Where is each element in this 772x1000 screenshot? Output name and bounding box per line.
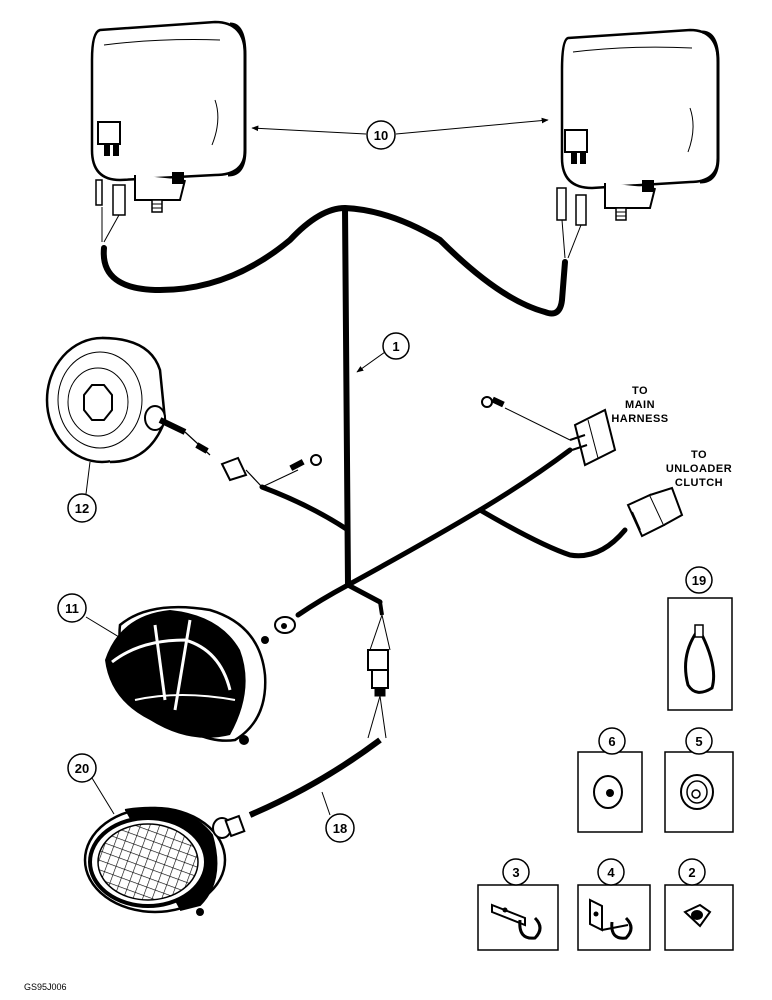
callout-6-label: 6	[608, 734, 615, 749]
note-to-unloader-clutch: TO UNLOADER CLUTCH	[666, 449, 732, 489]
note-main-line3: HARNESS	[611, 413, 668, 425]
harness-18	[248, 601, 391, 818]
unloader-clutch-connector	[626, 486, 684, 538]
note-main-line1: TO	[632, 385, 648, 397]
callout-18: 18	[321, 791, 355, 843]
note-unloader-line2: UNLOADER	[666, 463, 732, 475]
note-to-main-harness: TO MAIN HARNESS	[611, 385, 668, 425]
callout-11: 11	[57, 593, 125, 641]
callout-18-label: 18	[333, 821, 347, 836]
callout-3-label: 3	[512, 865, 519, 880]
callout-20-label: 20	[75, 761, 89, 776]
callout-20: 20	[67, 753, 115, 815]
callout-10: 10	[251, 117, 549, 150]
part-box-2: 2	[664, 858, 734, 951]
side-lamp-12	[45, 336, 322, 488]
note-main-line2: MAIN	[625, 399, 655, 411]
work-lamp-left	[90, 20, 247, 243]
callout-5-label: 5	[695, 734, 702, 749]
figure-code: GS95J006	[24, 982, 67, 992]
callout-1-label: 1	[392, 339, 399, 354]
callout-12: 12	[67, 461, 97, 523]
part-box-19: 19	[667, 566, 733, 711]
callout-19-label: 19	[692, 573, 706, 588]
callout-10-label: 10	[374, 128, 388, 143]
note-unloader-line1: TO	[691, 449, 707, 461]
part-box-3: 3	[477, 858, 559, 951]
callout-2-label: 2	[688, 865, 695, 880]
callout-1: 1	[356, 332, 410, 373]
work-lamp-right	[556, 28, 720, 259]
callout-4-label: 4	[607, 865, 615, 880]
part-box-5: 5	[664, 727, 734, 833]
caged-lamp-20	[83, 806, 246, 916]
main-harness-connector	[481, 396, 617, 467]
grill-lamp-11	[105, 605, 296, 745]
part-box-4: 4	[577, 858, 651, 951]
callout-11-label: 11	[65, 601, 79, 616]
note-unloader-line3: CLUTCH	[675, 477, 723, 489]
main-harness-wire	[100, 204, 628, 618]
part-box-6: 6	[577, 727, 643, 833]
callout-12-label: 12	[75, 501, 89, 516]
